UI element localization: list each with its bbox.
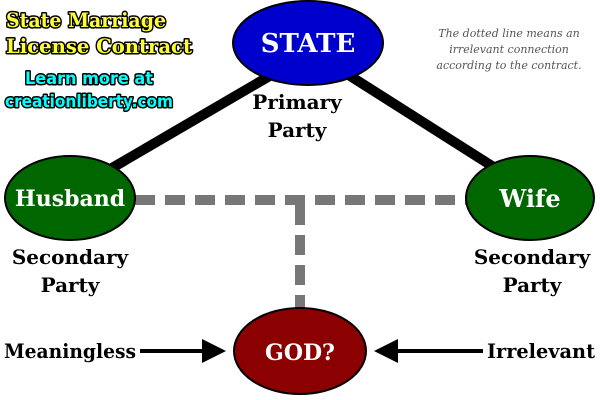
note-line2: irrelevant connection	[449, 43, 569, 56]
website-link[interactable]: creationliberty.com	[4, 91, 175, 113]
node-husband-label: Husband	[15, 186, 125, 212]
connector-state-wife	[333, 62, 495, 171]
title-line2: License Contract	[6, 34, 193, 58]
left-side-label: Meaningless	[4, 339, 136, 363]
node-wife	[465, 155, 595, 241]
node-wife-label: Wife	[498, 184, 560, 213]
husband-role-line2: Party	[41, 273, 101, 297]
state-role-line1: Primary	[252, 90, 343, 114]
note-line3: according to the contract.	[436, 59, 581, 72]
connector-state-husband	[109, 62, 288, 173]
title-line1: State Marriage	[6, 8, 166, 32]
husband-role-line1: Secondary	[12, 245, 130, 269]
wife-role-line1: Secondary	[474, 245, 592, 269]
node-state-label: STATE	[261, 29, 356, 59]
node-state	[232, 0, 384, 86]
wife-role-line2: Party	[503, 273, 563, 297]
right-side-label: Irrelevant	[487, 339, 596, 363]
node-husband	[4, 155, 136, 241]
note-line1: The dotted line means an	[438, 27, 579, 40]
node-god-label: GOD?	[265, 340, 335, 366]
node-god	[233, 307, 367, 395]
link-line1: Learn more at	[25, 69, 153, 88]
state-role-line2: Party	[268, 118, 328, 142]
